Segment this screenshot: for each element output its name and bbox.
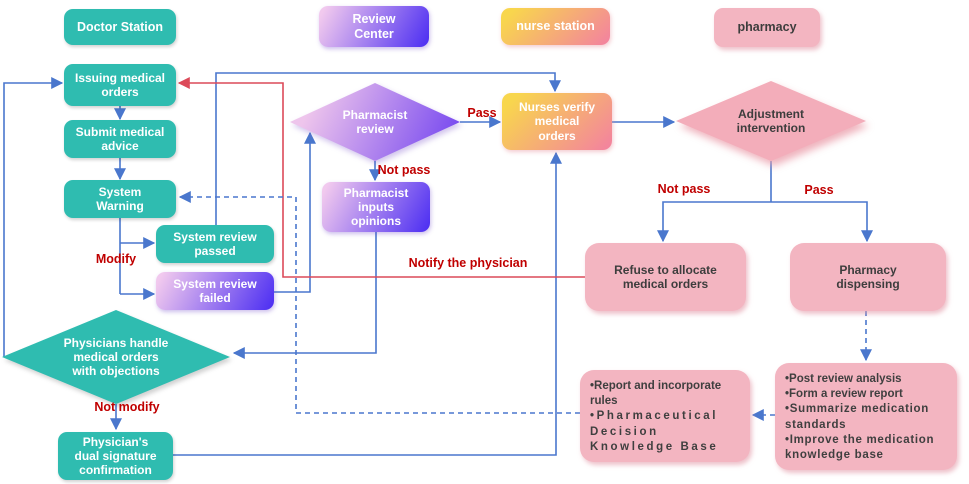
edge-adjustment-pass-to-dispensing <box>771 201 873 243</box>
node-knowledge-base: •Report and incorporate rules •Pharmaceu… <box>580 370 750 462</box>
edge-label-not-pass-adjustment: Not pass <box>657 182 711 196</box>
node-refuse-to-allocate: Refuse to allocate medical orders <box>585 243 746 311</box>
node-system-review-failed-label: System review failed <box>173 276 257 305</box>
post-review-item: •Form a review report <box>785 388 903 401</box>
decision-pharmacist-review-label: Pharmacist review <box>342 107 408 136</box>
node-issuing-medical-orders-label: Issuing medical orders <box>74 70 166 99</box>
node-issuing-medical-orders: Issuing medical orders <box>64 64 176 106</box>
node-nurses-verify-medical-orders: Nurses verify medical orders <box>502 93 612 150</box>
node-pharmacy-dispensing: Pharmacy dispensing <box>790 243 946 311</box>
edge-refuse-notify-to-issuing <box>177 77 585 278</box>
knowledge-base-item: •Report and incorporate rules <box>590 380 722 408</box>
node-system-review-passed-label: System review passed <box>173 229 257 258</box>
decision-adjustment-intervention: Adjustment intervention <box>676 81 866 161</box>
post-review-item: •Improve the medication knowledge base <box>785 433 935 461</box>
knowledge-base-item: •Pharmaceutical Decision Knowledge Base <box>590 410 719 453</box>
edge-passed-to-nurses <box>215 72 561 225</box>
lane-header-pharmacy: pharmacy <box>714 8 820 47</box>
edge-label-not-modify: Not modify <box>94 400 160 414</box>
node-system-warning: System Warning <box>64 180 176 218</box>
edge-inputs-to-physicians <box>232 232 377 359</box>
node-pharmacist-inputs-opinions-label: Pharmacist inputs opinions <box>343 185 409 229</box>
node-system-warning-label: System Warning <box>96 184 144 213</box>
edge-label-not-pass-review: Not pass <box>377 163 431 177</box>
edge-label-pass-review: Pass <box>467 106 497 120</box>
lane-header-pharmacy-label: pharmacy <box>737 20 797 35</box>
lane-header-doctor-station: Doctor Station <box>64 9 176 45</box>
node-dual-signature-confirmation: Physician's dual signature confirmation <box>58 432 173 480</box>
decision-physicians-handle-objections: Physicians handle medical orders with ob… <box>2 310 230 404</box>
node-submit-medical-advice-label: Submit medical advice <box>75 124 165 153</box>
lane-header-nurse-station: nurse station <box>501 8 610 45</box>
decision-physicians-handle-objections-label: Physicians handle medical orders with ob… <box>63 335 169 379</box>
lane-header-doctor-station-label: Doctor Station <box>76 19 164 34</box>
node-nurses-verify-medical-orders-label: Nurses verify medical orders <box>518 100 596 143</box>
node-pharmacy-dispensing-label: Pharmacy dispensing <box>836 262 900 291</box>
edge-physicians-modify-to-issuing <box>3 77 64 357</box>
post-review-item: •Summarize medication standards <box>785 403 929 431</box>
node-refuse-to-allocate-label: Refuse to allocate medical orders <box>614 262 717 291</box>
node-system-review-failed: System review failed <box>156 272 274 310</box>
edge-label-notify-physician: Notify the physician <box>408 256 528 270</box>
decision-adjustment-intervention-label: Adjustment intervention <box>736 106 806 135</box>
node-system-review-passed: System review passed <box>156 225 274 263</box>
edge-label-pass-adjustment: Pass <box>804 183 834 197</box>
edge-knowledge-base-to-warning <box>178 191 580 414</box>
lane-header-review-center: Review Center <box>319 6 429 47</box>
edge-adjustment-notpass-to-refuse <box>657 201 771 243</box>
lane-header-review-center-label: Review Center <box>352 11 396 41</box>
edge-failed-to-pharmacist-review <box>274 131 316 293</box>
post-review-item: •Post review analysis <box>785 373 902 385</box>
node-pharmacist-inputs-opinions: Pharmacist inputs opinions <box>322 182 430 232</box>
node-submit-medical-advice: Submit medical advice <box>64 120 176 158</box>
edge-dual-signature-to-nurses <box>173 151 562 456</box>
lane-header-nurse-station-label: nurse station <box>516 19 595 34</box>
node-post-review-analysis: •Post review analysis •Form a review rep… <box>775 363 957 470</box>
decision-pharmacist-review: Pharmacist review <box>290 83 460 161</box>
node-dual-signature-confirmation-label: Physician's dual signature confirmation <box>74 434 157 478</box>
edge-label-modify: Modify <box>95 252 137 266</box>
